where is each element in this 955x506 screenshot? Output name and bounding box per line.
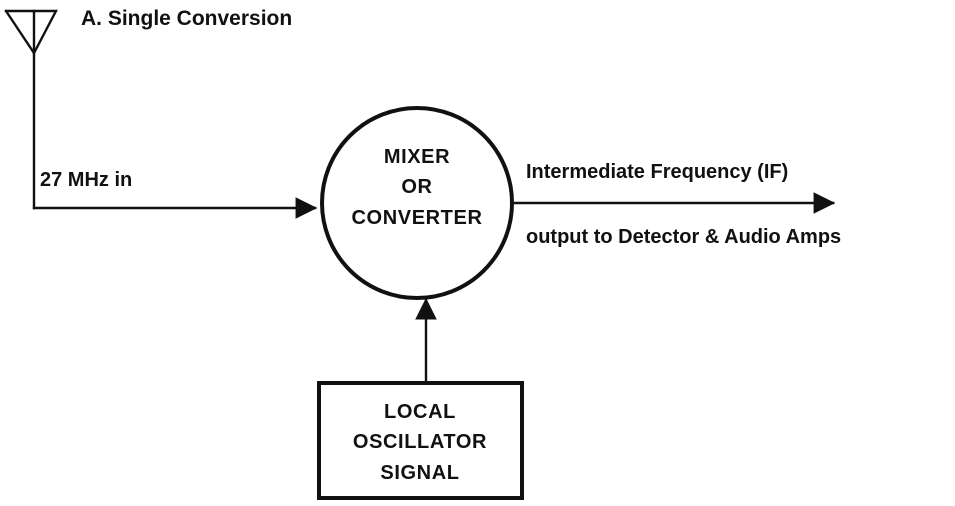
- oscillator-label-line-3: SIGNAL: [380, 462, 459, 484]
- oscillator-label-line-1: LOCAL: [384, 401, 456, 423]
- antenna-icon: [4, 9, 58, 56]
- mixer-block: MIXER OR CONVERTER: [320, 106, 514, 300]
- oscillator-label-line-2: OSCILLATOR: [353, 431, 487, 453]
- oscillator-block: LOCAL OSCILLATOR SIGNAL: [317, 381, 524, 500]
- diagram-title: A. Single Conversion: [81, 7, 292, 30]
- output-label-line-2: output to Detector & Audio Amps: [526, 226, 841, 248]
- mixer-label-line-3: CONVERTER: [352, 207, 483, 229]
- mixer-label-line-2: OR: [401, 176, 432, 198]
- output-label-line-1: Intermediate Frequency (IF): [526, 161, 788, 183]
- mixer-label-line-1: MIXER: [384, 146, 450, 168]
- input-label: 27 MHz in: [40, 169, 132, 191]
